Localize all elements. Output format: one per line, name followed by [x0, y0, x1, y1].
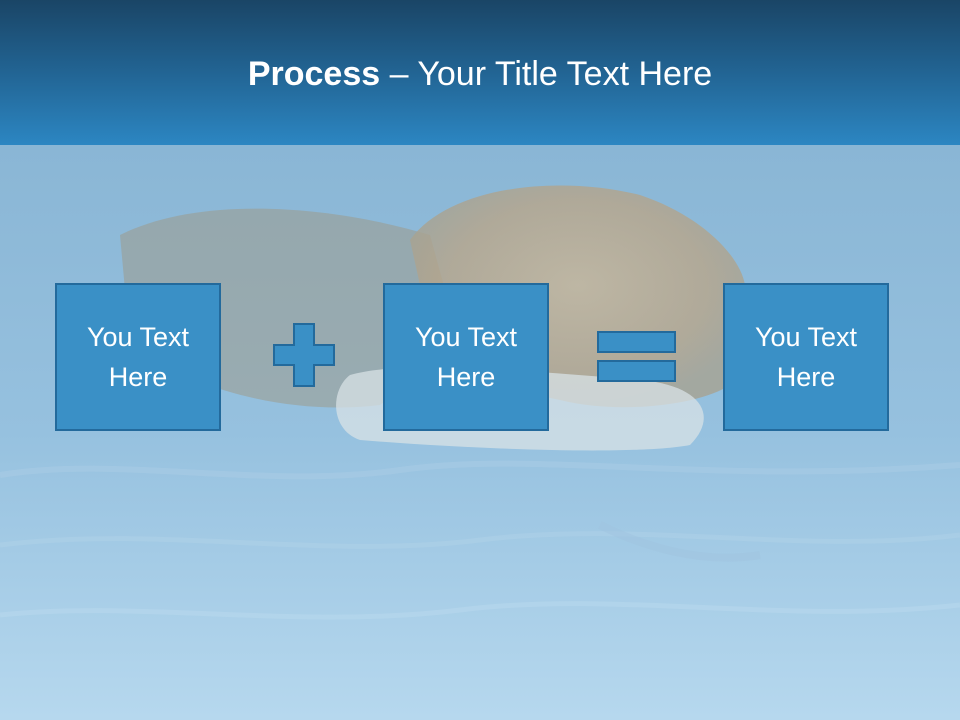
- plus-icon: [273, 323, 335, 387]
- process-box-2[interactable]: You Text Here: [383, 283, 549, 431]
- background-photo: [0, 145, 960, 720]
- process-box-2-text: You Text Here: [414, 322, 518, 392]
- equals-icon: [597, 331, 676, 382]
- title-bold: Process: [247, 55, 381, 93]
- process-box-1-text: You Text Here: [86, 322, 190, 392]
- process-box-3[interactable]: You Text Here: [723, 283, 889, 431]
- process-box-3-text: You Text Here: [754, 322, 858, 392]
- title-rest: – Your Title Text Here: [380, 55, 713, 93]
- slide-title[interactable]: Process – Your Title Text Here: [0, 52, 960, 96]
- process-box-1[interactable]: You Text Here: [55, 283, 221, 431]
- title-bar: Process – Your Title Text Here: [0, 0, 960, 145]
